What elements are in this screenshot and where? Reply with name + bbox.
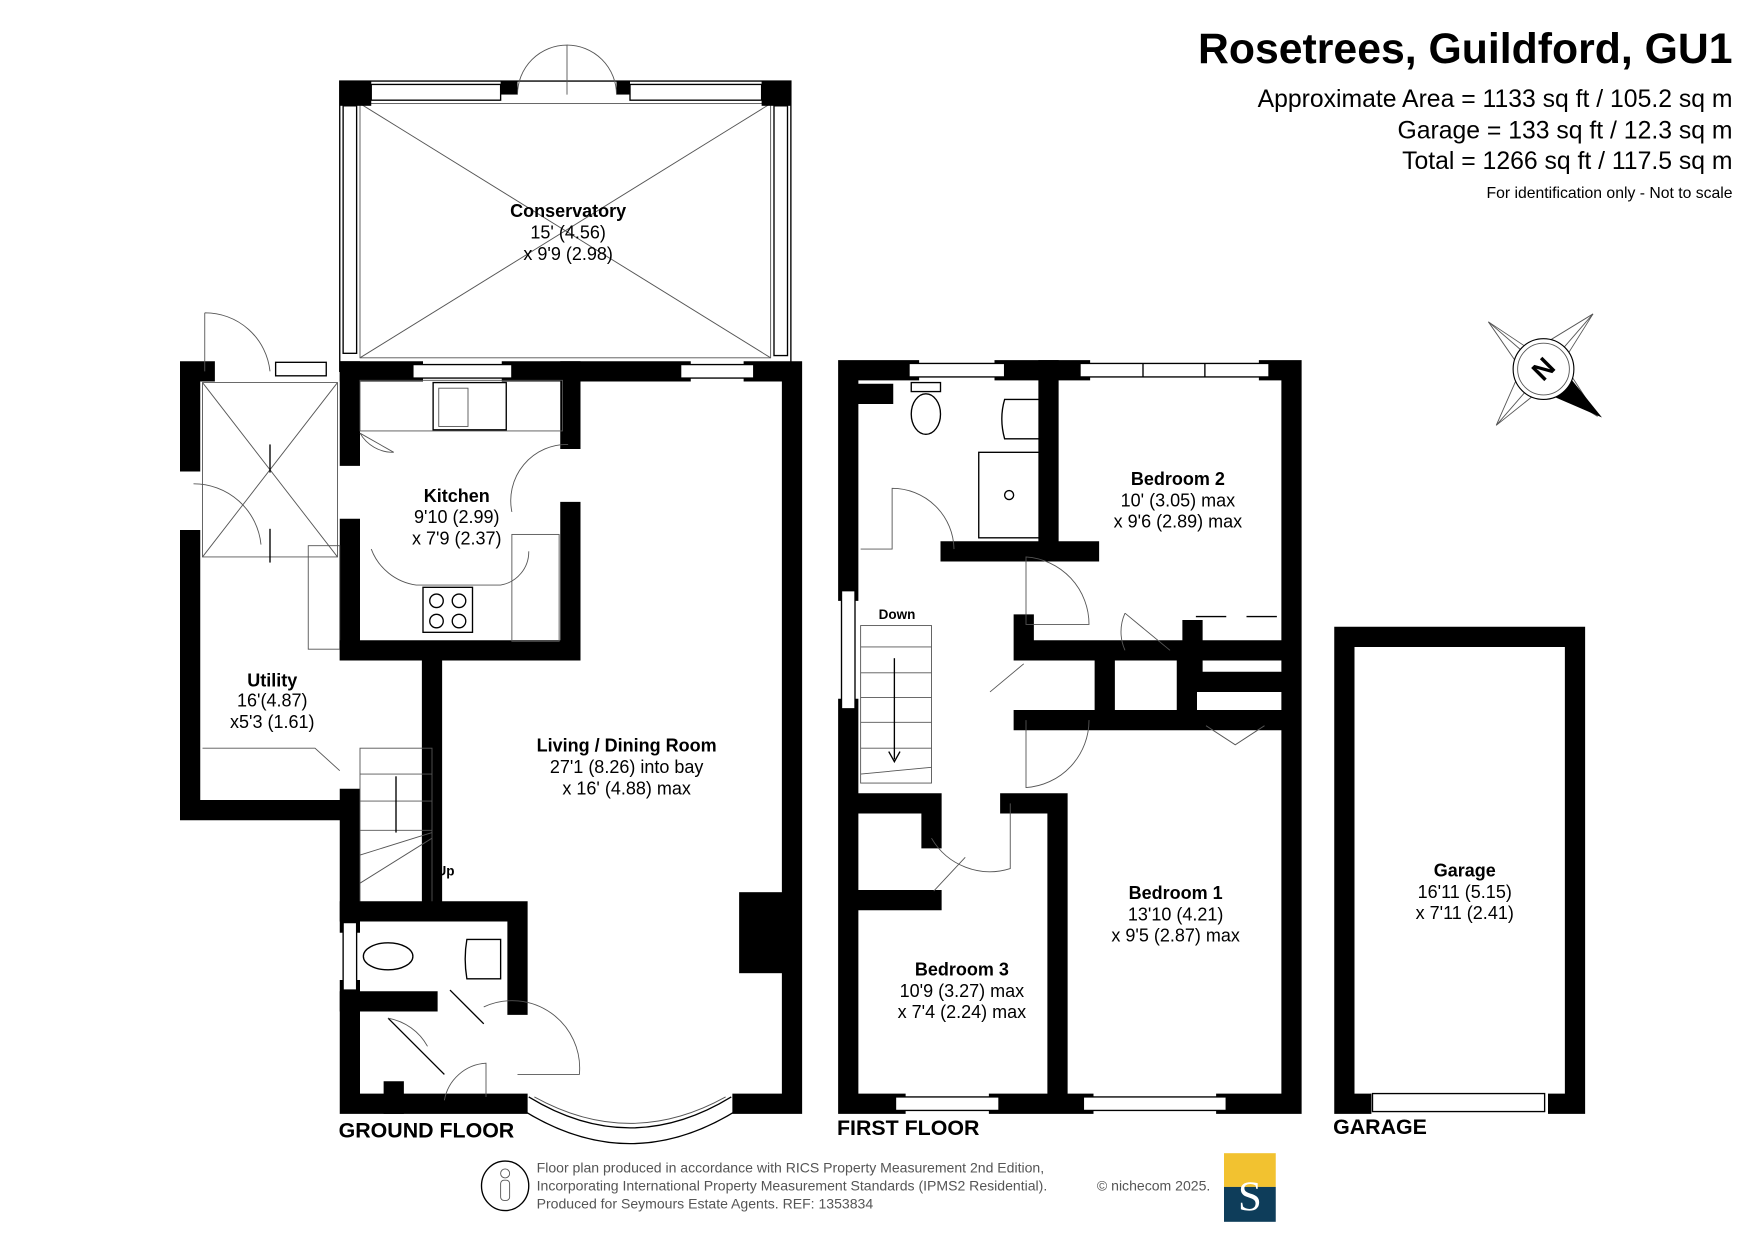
first-floor-stairs: Down — [860, 607, 932, 784]
living-room-name: Living / Dining Room — [537, 736, 717, 756]
footer-line3: Produced for Seymours Estate Agents. REF… — [537, 1195, 874, 1211]
ground-floor-plan: Up Conservatory 15' (4.56) x 9'9 (2.98) … — [180, 44, 803, 1145]
bedroom2-name: Bedroom 2 — [1131, 469, 1225, 489]
bedroom2-dim2: x 9'6 (2.89) max — [1114, 512, 1243, 532]
footer: Floor plan produced in accordance with R… — [480, 1153, 1276, 1222]
living-room-dim1: 27'1 (8.26) into bay — [550, 757, 704, 777]
person-icon — [480, 1160, 530, 1212]
garage-label: GARAGE — [1333, 1115, 1427, 1139]
footer-line2: Incorporating International Property Mea… — [537, 1177, 1048, 1193]
utility-dim1: 16'(4.87) — [237, 691, 307, 711]
first-floor-label: FIRST FLOOR — [837, 1116, 979, 1140]
logo-letter: S — [1238, 1174, 1262, 1221]
ground-floor-label: GROUND FLOOR — [339, 1118, 515, 1142]
header: Rosetrees, Guildford, GU1 Approximate Ar… — [1198, 25, 1733, 202]
bedroom3-dim2: x 7'4 (2.24) max — [898, 1002, 1027, 1022]
bedroom2-dim1: 10' (3.05) max — [1121, 490, 1236, 510]
compass-icon: N — [1488, 313, 1602, 426]
conservatory-name: Conservatory — [510, 201, 626, 221]
bedroom1-name: Bedroom 1 — [1129, 883, 1223, 903]
bedroom1-dim1: 13'10 (4.21) — [1128, 904, 1224, 924]
kitchen-name: Kitchen — [424, 486, 490, 506]
stairs-up-label: Up — [437, 863, 455, 878]
kitchen-dim1: 9'10 (2.99) — [414, 507, 500, 527]
first-floor-plan: Down Bedroom 2 10' (3.05) max x 9'6 (2.8… — [837, 360, 1302, 1140]
conservatory-dim1: 15' (4.56) — [530, 223, 605, 243]
bedroom1-dim2: x 9'5 (2.87) max — [1111, 926, 1240, 946]
garage-dim2: x 7'11 (2.41) — [1416, 903, 1514, 923]
utility-dim2: x5'3 (1.61) — [230, 712, 314, 732]
total-area: Total = 1266 sq ft / 117.5 sq m — [1402, 148, 1732, 175]
stairs-down-label: Down — [879, 607, 916, 622]
kitchen-dim2: x 7'9 (2.37) — [412, 529, 501, 549]
garage-area: Garage = 133 sq ft / 12.3 sq m — [1397, 117, 1732, 144]
garage-name: Garage — [1434, 860, 1496, 880]
bedroom3-dim1: 10'9 (3.27) max — [900, 981, 1025, 1001]
disclaimer: For identification only - Not to scale — [1487, 185, 1733, 202]
bedroom3-name: Bedroom 3 — [915, 959, 1009, 979]
living-room-dim2: x 16' (4.88) max — [562, 778, 691, 798]
utility-name: Utility — [247, 670, 297, 690]
garage-plan: Garage 16'11 (5.15) x 7'11 (2.41) GARAGE — [1333, 626, 1586, 1139]
approx-area: Approximate Area = 1133 sq ft / 105.2 sq… — [1258, 86, 1733, 113]
seymours-logo: S — [1224, 1153, 1276, 1222]
footer-line1: Floor plan produced in accordance with R… — [537, 1159, 1045, 1175]
footer-copyright: © nichecom 2025. — [1097, 1177, 1210, 1193]
conservatory-dim2: x 9'9 (2.98) — [523, 244, 612, 264]
property-title: Rosetrees, Guildford, GU1 — [1198, 25, 1732, 73]
garage-dim1: 16'11 (5.15) — [1418, 882, 1512, 902]
